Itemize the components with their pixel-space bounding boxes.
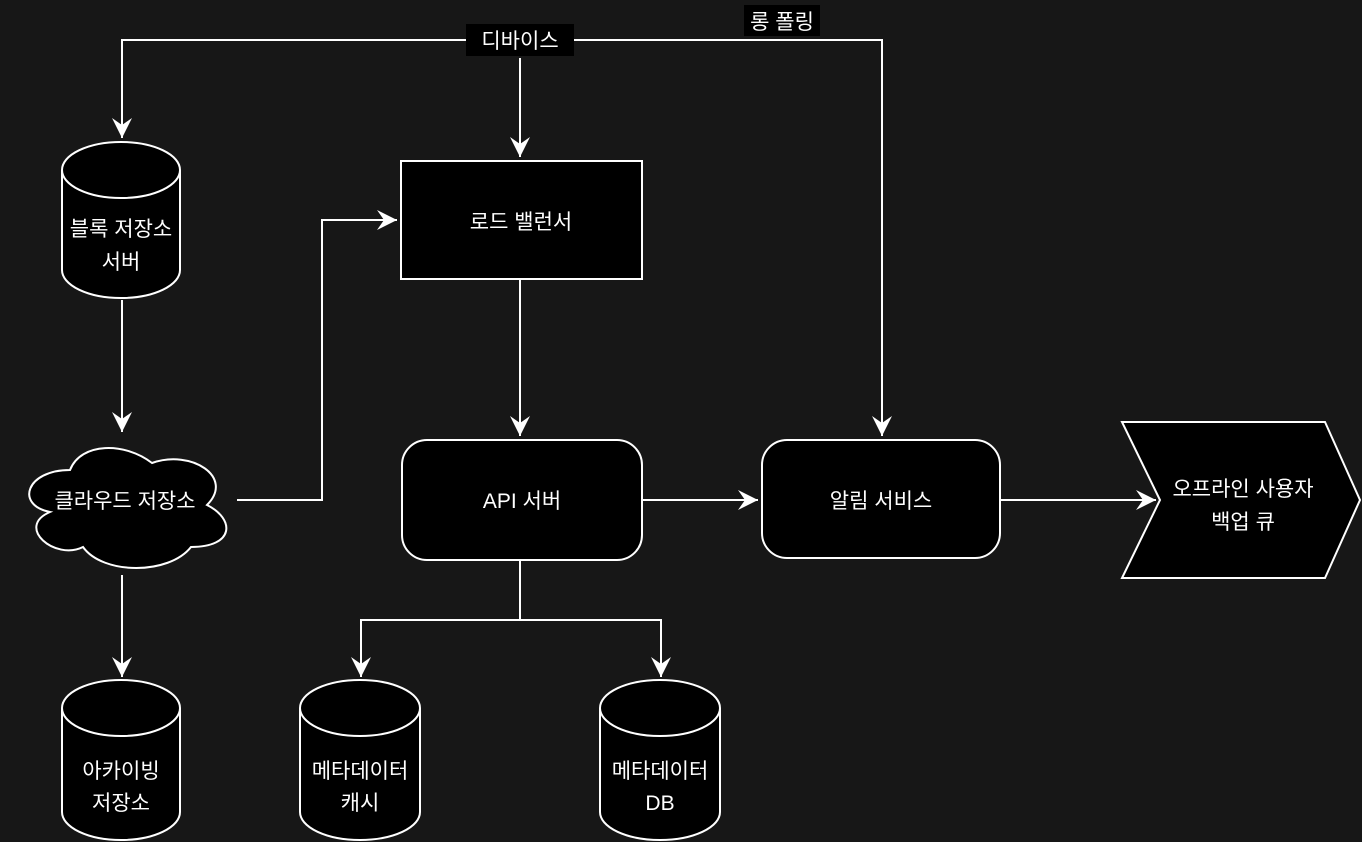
metadata-db-cylinder-top (599, 679, 721, 737)
metadata-db-label-line2: DB (645, 792, 674, 815)
node-cloud-storage: 클라우드 저장소 (28, 447, 228, 569)
node-api-server: API 서버 (401, 439, 643, 561)
offline-queue-label-line1: 오프라인 사용자 (1172, 478, 1313, 501)
cloud-storage-shape (28, 447, 228, 569)
edge-long-polling (520, 39, 892, 436)
edge-device-to-block-storage (112, 39, 520, 138)
node-metadata-cache: 메타데이터 캐시 (299, 679, 421, 841)
edge-cloud-to-load-balancer (237, 210, 397, 501)
api-server-box (401, 439, 643, 561)
notification-service-label: 알림 서비스 (830, 490, 932, 513)
block-storage-cylinder-top (61, 141, 181, 199)
archiving-storage-cylinder-body (61, 708, 181, 841)
notification-service-box (761, 439, 1001, 559)
load-balancer-box (400, 160, 643, 280)
edge-api-to-metadata-db (520, 619, 671, 677)
edge-api-to-metadata-cache (351, 560, 521, 677)
block-storage-label-line1: 블록 저장소 (70, 218, 172, 241)
archiving-storage-label-line1: 아카이빙 (82, 760, 159, 783)
long-polling-label-background (744, 5, 820, 36)
api-server-label: API 서버 (483, 490, 561, 513)
offline-queue-chevron (1120, 421, 1362, 579)
node-archiving-storage: 아카이빙 저장소 (61, 679, 181, 841)
metadata-db-label-line1: 메타데이터 (612, 760, 709, 783)
node-block-storage: 블록 저장소 서버 (61, 141, 181, 299)
connectors (112, 39, 1156, 677)
node-metadata-db: 메타데이터 DB (599, 679, 721, 841)
cloud-storage-label: 클라우드 저장소 (54, 490, 195, 513)
offline-queue-label-line2: 백업 큐 (1211, 511, 1275, 534)
node-load-balancer: 로드 밸런서 (400, 160, 643, 280)
device-label: 디바이스 (481, 30, 558, 53)
node-device: 디바이스 (466, 24, 574, 56)
archiving-storage-cylinder-top (61, 679, 181, 737)
long-polling-label: 롱 폴링 (750, 11, 814, 34)
node-notification-service: 알림 서비스 (761, 439, 1001, 559)
metadata-cache-cylinder-top (299, 679, 421, 737)
edge-label-long-polling: 롱 폴링 (744, 5, 820, 36)
metadata-db-cylinder-body (599, 708, 721, 841)
block-storage-cylinder-body (61, 170, 181, 299)
load-balancer-label: 로드 밸런서 (470, 211, 572, 234)
metadata-cache-label-line2: 캐시 (341, 792, 380, 815)
archiving-storage-label-line2: 저장소 (92, 792, 150, 815)
metadata-cache-label-line1: 메타데이터 (312, 760, 409, 783)
block-storage-label-line2: 서버 (102, 251, 141, 274)
node-offline-queue: 오프라인 사용자 백업 큐 (1120, 421, 1362, 579)
device-label-background (466, 24, 574, 56)
metadata-cache-cylinder-body (299, 708, 421, 841)
